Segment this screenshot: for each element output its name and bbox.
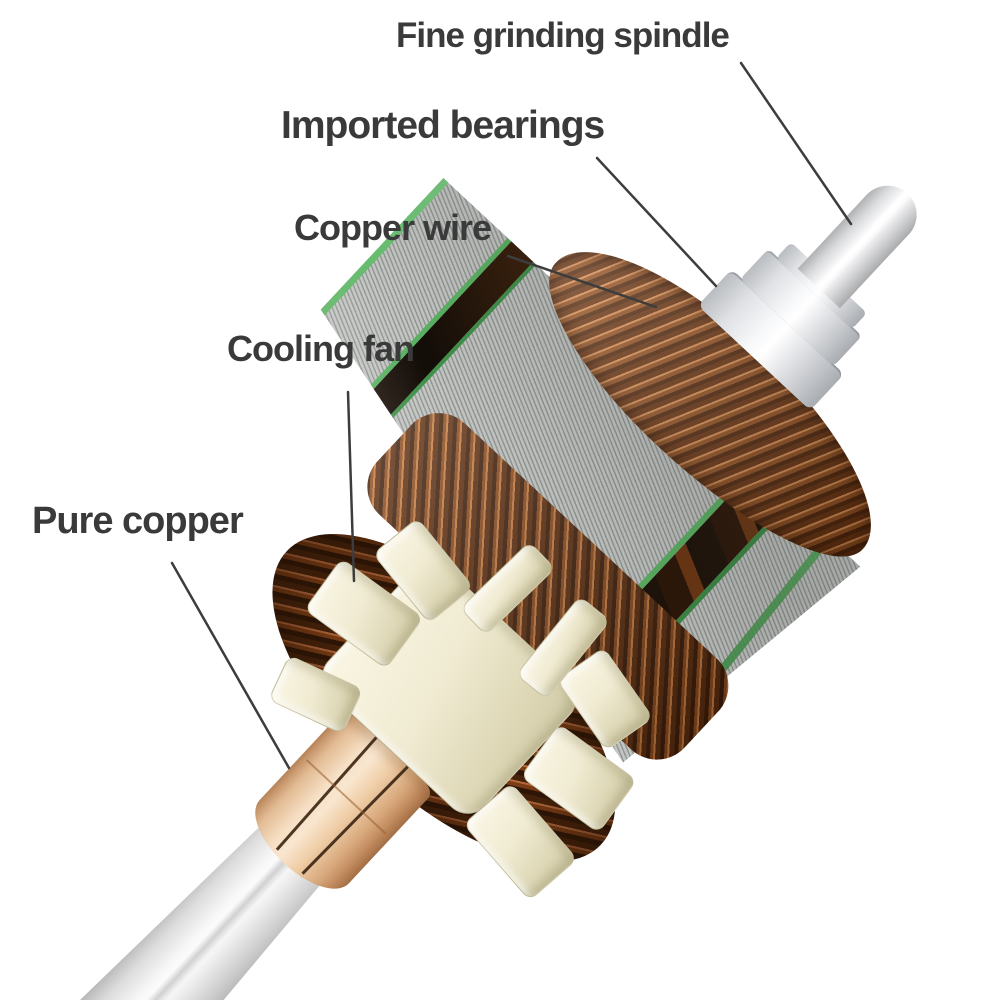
label-imported-bearings: Imported bearings [281, 104, 605, 147]
commutator-slit [301, 764, 410, 875]
label-fine-grinding-spindle: Fine grinding spindle [396, 16, 730, 55]
label-copper-wire: Copper wire [294, 207, 492, 248]
label-cooling-fan: Cooling fan [227, 328, 415, 369]
commutator-slit [275, 735, 379, 851]
label-pure-copper: Pure copper [32, 500, 244, 542]
